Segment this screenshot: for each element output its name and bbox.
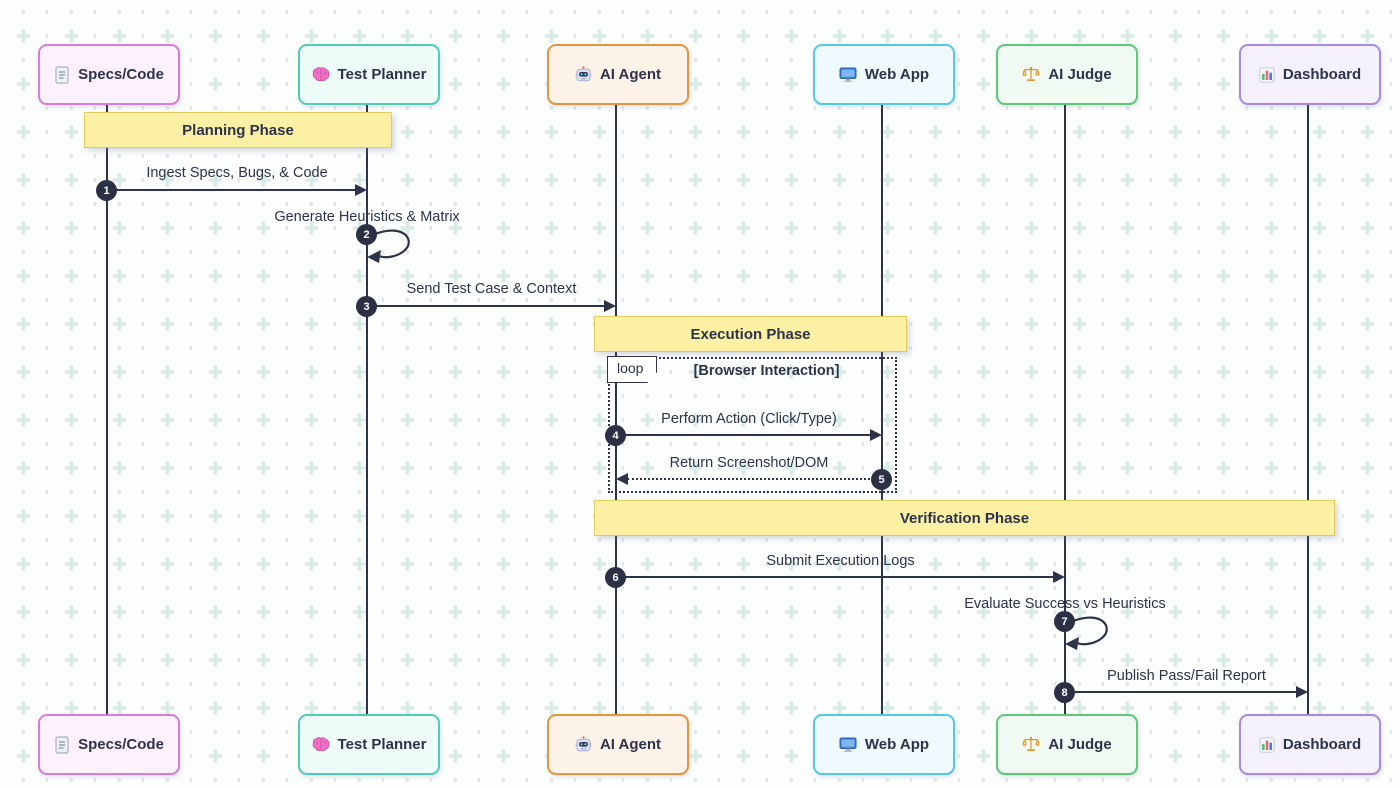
verification-phase-banner: Verification Phase <box>594 500 1335 536</box>
arrowhead-right-1 <box>355 184 367 196</box>
phase-label: Execution Phase <box>690 325 811 343</box>
seq-chip-7: 7 <box>1054 611 1075 632</box>
seq-chip-2: 2 <box>356 224 377 245</box>
lifeline-ai-agent <box>615 101 617 714</box>
participant-label: Dashboard <box>1282 736 1362 753</box>
seq-chip-3: 3 <box>356 296 377 317</box>
seq-chip-6: 6 <box>605 567 626 588</box>
robot-icon <box>575 66 592 83</box>
lifeline-dashboard <box>1307 101 1309 714</box>
participant-label: Test Planner <box>337 66 427 83</box>
robot-icon <box>575 736 592 753</box>
message-line-3 <box>367 305 605 307</box>
bar-chart-icon <box>1259 66 1275 83</box>
lifeline-test-planner <box>366 101 368 714</box>
arrowhead-right-6 <box>1053 571 1065 583</box>
lifeline-ai-judge <box>1064 101 1066 714</box>
loop-fragment-box <box>608 357 897 493</box>
message-label-4: Perform Action (Click/Type) <box>661 411 837 427</box>
self-loop-arrow-2 <box>367 229 410 263</box>
monitor-icon <box>839 737 857 753</box>
participant-specs-code-bottom: Specs/Code <box>38 714 180 775</box>
brain-icon <box>312 737 330 752</box>
participant-web-app-top: Web App <box>813 44 955 105</box>
planning-phase-banner: Planning Phase <box>84 112 392 148</box>
seq-chip-8: 8 <box>1054 682 1075 703</box>
seq-chip-5: 5 <box>871 469 892 490</box>
bar-chart-icon <box>1259 736 1275 753</box>
participant-specs-code-top: Specs/Code <box>38 44 180 105</box>
participant-ai-judge-bottom: AI Judge <box>996 714 1138 775</box>
participant-ai-judge-top: AI Judge <box>996 44 1138 105</box>
self-loop-arrow-7 <box>1065 616 1108 650</box>
message-line-4 <box>616 434 871 436</box>
participant-label: AI Agent <box>599 736 662 753</box>
arrowhead-left-5 <box>616 473 628 485</box>
message-line-5 <box>627 478 882 480</box>
arrowhead-right-8 <box>1296 686 1308 698</box>
participant-label: AI Agent <box>599 66 662 83</box>
arrowhead-right-4 <box>870 429 882 441</box>
participant-label: Dashboard <box>1282 66 1362 83</box>
participant-label: Web App <box>864 736 930 753</box>
participant-label: Test Planner <box>337 736 427 753</box>
participant-test-planner-top: Test Planner <box>298 44 440 105</box>
message-label-6: Submit Execution Logs <box>766 553 915 569</box>
participant-label: AI Judge <box>1048 736 1112 753</box>
scales-icon <box>1022 66 1041 83</box>
participant-web-app-bottom: Web App <box>813 714 955 775</box>
message-label-7: Evaluate Success vs Heuristics <box>964 596 1166 612</box>
loop-fragment-tab: loop <box>607 356 658 383</box>
participant-label: Specs/Code <box>78 66 164 83</box>
participant-ai-agent-bottom: AI Agent <box>547 714 689 775</box>
lifeline-specs-code <box>106 101 108 714</box>
arrowhead-right-3 <box>604 300 616 312</box>
loop-condition-label: [Browser Interaction] <box>693 363 840 379</box>
seq-chip-4: 4 <box>605 425 626 446</box>
seq-chip-1: 1 <box>96 180 117 201</box>
brain-icon <box>312 67 330 82</box>
message-line-8 <box>1065 691 1297 693</box>
phase-label: Planning Phase <box>182 121 294 139</box>
participant-label: Specs/Code <box>78 736 164 753</box>
participant-dashboard-bottom: Dashboard <box>1239 714 1381 775</box>
execution-phase-banner: Execution Phase <box>594 316 907 352</box>
message-label-5: Return Screenshot/DOM <box>669 455 829 471</box>
lifeline-web-app <box>881 101 883 714</box>
participant-dashboard-top: Dashboard <box>1239 44 1381 105</box>
message-line-1 <box>107 189 356 191</box>
participant-ai-agent-top: AI Agent <box>547 44 689 105</box>
participant-test-planner-bottom: Test Planner <box>298 714 440 775</box>
participant-label: AI Judge <box>1048 66 1112 83</box>
participant-label: Web App <box>864 66 930 83</box>
document-icon <box>54 735 70 754</box>
message-label-3: Send Test Case & Context <box>406 281 577 297</box>
message-label-2: Generate Heuristics & Matrix <box>274 209 460 225</box>
message-label-8: Publish Pass/Fail Report <box>1107 668 1266 684</box>
message-label-1: Ingest Specs, Bugs, & Code <box>146 165 328 181</box>
monitor-icon <box>839 67 857 83</box>
scales-icon <box>1022 736 1041 753</box>
document-icon <box>54 65 70 84</box>
message-line-6 <box>616 576 1054 578</box>
phase-label: Verification Phase <box>899 509 1030 527</box>
